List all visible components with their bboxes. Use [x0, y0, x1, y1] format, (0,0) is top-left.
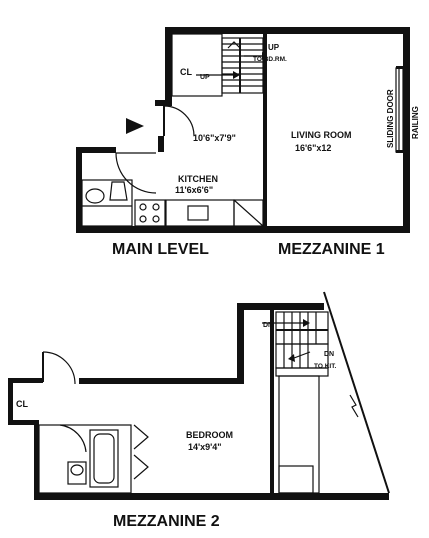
railing-label: RAILING — [411, 106, 420, 139]
to-kit-label: TO KIT. — [314, 363, 336, 370]
wall-left-lower — [158, 136, 164, 152]
foyer-dims: 10'6"x7'9" — [193, 133, 236, 143]
wall-right — [403, 27, 410, 227]
mz2-wall-closet-top — [8, 378, 43, 383]
wall-entry-stub — [155, 100, 172, 106]
stair-to-label: TO BD.RM. — [253, 56, 287, 63]
toilet-icon — [67, 461, 87, 485]
stair-dn2-label: DN — [324, 351, 334, 358]
mz2-wall-top-left — [79, 378, 244, 384]
stair-down — [262, 311, 329, 377]
living-room-dims: 16'6"x12 — [295, 143, 331, 153]
mz2-bathroom — [38, 424, 149, 494]
mezzanine-1-caption: MEZZANINE 1 — [278, 241, 385, 258]
mz2-slanted-wall — [323, 291, 390, 494]
wall-left-upper — [165, 27, 172, 102]
mz2-closet-door — [42, 351, 76, 385]
kitchen-counter — [81, 179, 264, 227]
sliding-door-label: SLIDING DOOR — [386, 89, 395, 148]
bedroom-closet-doors — [133, 424, 149, 450]
mz2-wall-bedroom-left — [34, 420, 39, 500]
mz2-closet-label: CL — [16, 399, 28, 409]
wall-partition — [263, 34, 267, 226]
kitchen-name: KITCHEN — [178, 174, 218, 184]
entry-arrow-icon — [126, 118, 144, 134]
living-room-name: LIVING ROOM — [291, 130, 352, 140]
mz2-wall-top-right — [237, 303, 324, 310]
bedroom-dims: 14'x9'4" — [188, 442, 222, 452]
sink-icon — [85, 188, 105, 204]
mz2-wall-left — [8, 378, 13, 423]
stair-up-label: UP — [200, 74, 210, 81]
fridge-icon — [187, 205, 209, 221]
pantry-icon — [233, 199, 264, 227]
wall-bottom — [76, 226, 410, 233]
closet-main — [171, 33, 223, 97]
main-closet-label: CL — [180, 67, 192, 77]
entry-door — [126, 105, 195, 137]
wall-top — [165, 27, 410, 34]
mz2-wall-stair-right — [270, 310, 274, 493]
dishwasher-icon — [109, 181, 128, 201]
stair-dn-label: DN — [263, 322, 273, 329]
stair-up-to-label: UP — [268, 43, 280, 52]
mezzanine-2-caption: MEZZANINE 2 — [113, 513, 220, 530]
mz2-wall-bottom — [34, 493, 389, 500]
sliding-door — [395, 66, 410, 153]
kitchen-door — [115, 152, 157, 194]
bathtub-icon — [89, 429, 119, 488]
wall-kitchen-left — [76, 147, 82, 232]
kitchen-dims: 11'6x6'6" — [175, 185, 213, 195]
mezzanine-2-plan: CL DN DN TO KIT. BEDROOM 14'x9'4" MEZZAN… — [8, 291, 390, 530]
wall-kitchen-top — [76, 147, 116, 153]
mz2-wall-step-vertical — [237, 303, 244, 383]
bedroom-name: BEDROOM — [186, 430, 233, 440]
main-level-caption: MAIN LEVEL — [112, 241, 209, 258]
main-level-plan: CL UP UP TO BD.RM. 10'6"x7'9" KITCHEN 11… — [76, 27, 420, 258]
stair-up — [196, 37, 266, 94]
mz2-wall-closet-bottom — [8, 420, 38, 425]
stove-icon — [134, 199, 166, 227]
bath-door — [59, 424, 87, 453]
